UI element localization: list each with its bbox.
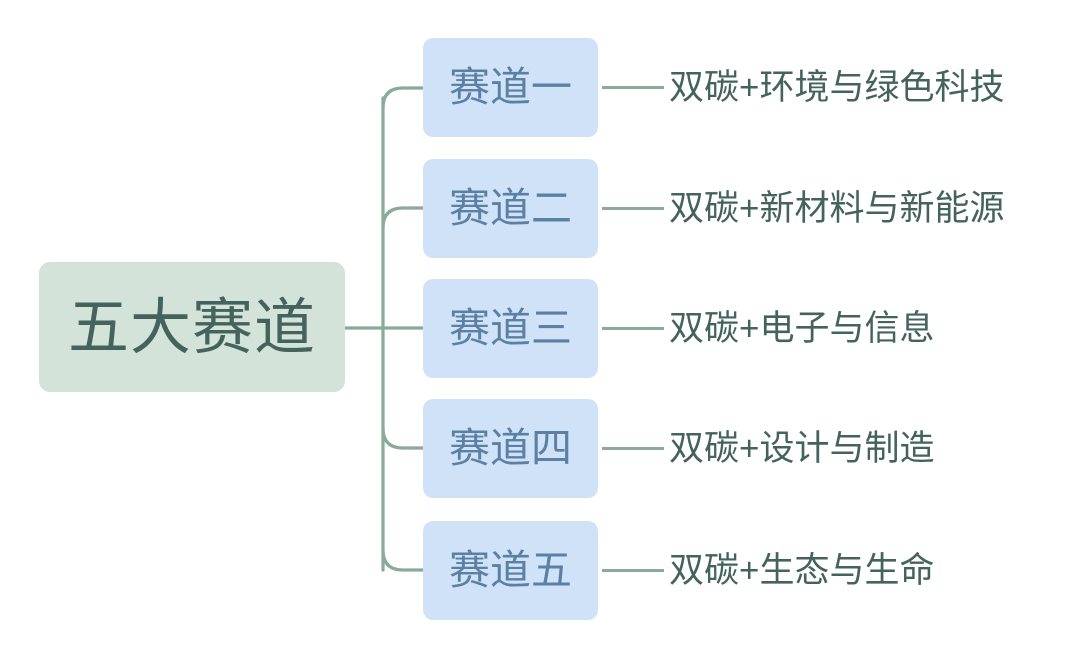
leaf-connector-5 — [602, 569, 664, 572]
branch-node-2[interactable]: 赛道二 — [423, 159, 598, 258]
branch-node-label-2: 赛道二 — [449, 185, 572, 231]
leaf-label-4: 双碳+设计与制造 — [669, 429, 935, 468]
leaf-label-3: 双碳+电子与信息 — [669, 309, 935, 348]
branch-node-3[interactable]: 赛道三 — [423, 279, 598, 378]
leaf-connector-3 — [602, 327, 664, 330]
branch-row-1: 赛道一 双碳+环境与绿色科技 — [423, 38, 1004, 137]
leaf-label-1: 双碳+环境与绿色科技 — [669, 68, 1005, 107]
branch-node-1[interactable]: 赛道一 — [423, 38, 598, 137]
branch-row-2: 赛道二 双碳+新材料与新能源 — [423, 159, 1004, 258]
branch-connector-1 — [381, 86, 425, 110]
branch-connector-2 — [381, 206, 425, 230]
branch-node-4[interactable]: 赛道四 — [423, 399, 598, 498]
leaf-connector-4 — [602, 447, 664, 450]
leaf-connector-1 — [602, 86, 664, 89]
branch-connector-5 — [381, 548, 425, 572]
root-node-label: 五大赛道 — [67, 292, 316, 361]
branch-connector-4 — [381, 426, 425, 450]
leaf-label-2: 双碳+新材料与新能源 — [669, 189, 1005, 228]
branch-row-3: 赛道三 双碳+电子与信息 — [423, 279, 934, 378]
branch-node-label-1: 赛道一 — [449, 64, 572, 110]
branch-node-label-4: 赛道四 — [449, 425, 572, 471]
leaf-label-5: 双碳+生态与生命 — [669, 551, 935, 590]
branch-node-label-5: 赛道五 — [449, 547, 572, 593]
branch-row-4: 赛道四 双碳+设计与制造 — [423, 399, 934, 498]
leaf-connector-2 — [602, 207, 664, 210]
branch-row-5: 赛道五 双碳+生态与生命 — [423, 521, 934, 620]
root-node[interactable]: 五大赛道 — [39, 262, 345, 392]
branch-node-label-3: 赛道三 — [449, 305, 572, 351]
branch-node-5[interactable]: 赛道五 — [423, 521, 598, 620]
